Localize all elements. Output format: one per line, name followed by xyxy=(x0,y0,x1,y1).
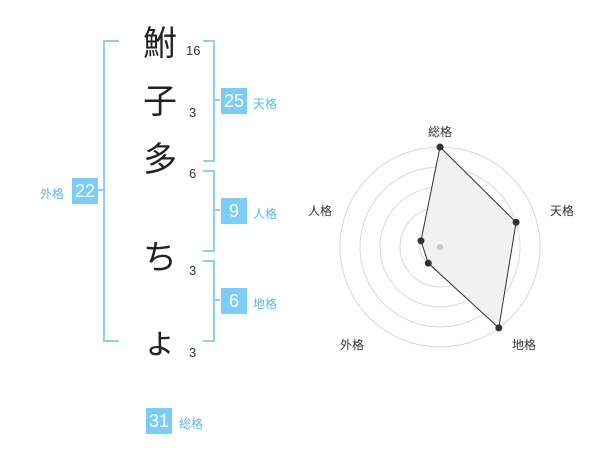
radar-area xyxy=(420,145,517,329)
tenkaku-label: 天格 xyxy=(253,97,278,111)
radar-axis-label-gaikaku: 外格 xyxy=(340,338,365,352)
jinkaku-badge: 9 xyxy=(221,198,247,224)
radar-axis-label-soukaku: 総格 xyxy=(428,125,453,139)
radar-point-1 xyxy=(436,143,444,151)
gaikaku-badge: 22 xyxy=(72,178,98,204)
jinkaku-bracket xyxy=(203,170,215,252)
name-char-5: ょ xyxy=(143,322,177,362)
jinkaku-connector xyxy=(213,209,220,211)
name-char-4: ち xyxy=(143,238,177,278)
soukaku-badge: 31 xyxy=(146,408,172,434)
tenkaku-bracket xyxy=(203,40,215,162)
soukaku-label: 総格 xyxy=(179,417,204,431)
tenkaku-connector xyxy=(213,99,220,101)
name-char-1: 鮒 xyxy=(143,24,177,64)
stroke-count-3: 6 xyxy=(189,166,197,181)
radar-axis-label-jinkaku: 人格 xyxy=(308,204,333,218)
radar-point-5 xyxy=(417,237,425,245)
chikaku-label: 地格 xyxy=(253,297,278,311)
gaikaku-bracket xyxy=(103,40,119,342)
radar-point-4 xyxy=(424,259,432,267)
radar-center-dot xyxy=(437,244,443,250)
stroke-count-2: 3 xyxy=(189,105,197,120)
radar-axis-label-chikaku: 地格 xyxy=(512,338,537,352)
stroke-count-4: 3 xyxy=(189,263,197,278)
name-char-2: 子 xyxy=(143,82,177,122)
tenkaku-badge: 25 xyxy=(221,88,247,114)
stroke-count-5: 3 xyxy=(189,345,197,360)
chikaku-connector xyxy=(213,299,220,301)
gaikaku-connector xyxy=(98,189,105,191)
gaikaku-label: 外格 xyxy=(40,187,65,201)
radar-points xyxy=(417,143,520,332)
radar-axis-label-tenkaku: 天格 xyxy=(550,204,575,218)
chikaku-bracket xyxy=(203,260,215,342)
jinkaku-label: 人格 xyxy=(253,207,278,221)
radar-point-2 xyxy=(512,218,520,226)
name-char-3: 多 xyxy=(143,140,177,180)
chikaku-badge: 6 xyxy=(221,288,247,314)
stroke-count-1: 16 xyxy=(186,43,201,58)
radar-point-3 xyxy=(495,324,503,332)
